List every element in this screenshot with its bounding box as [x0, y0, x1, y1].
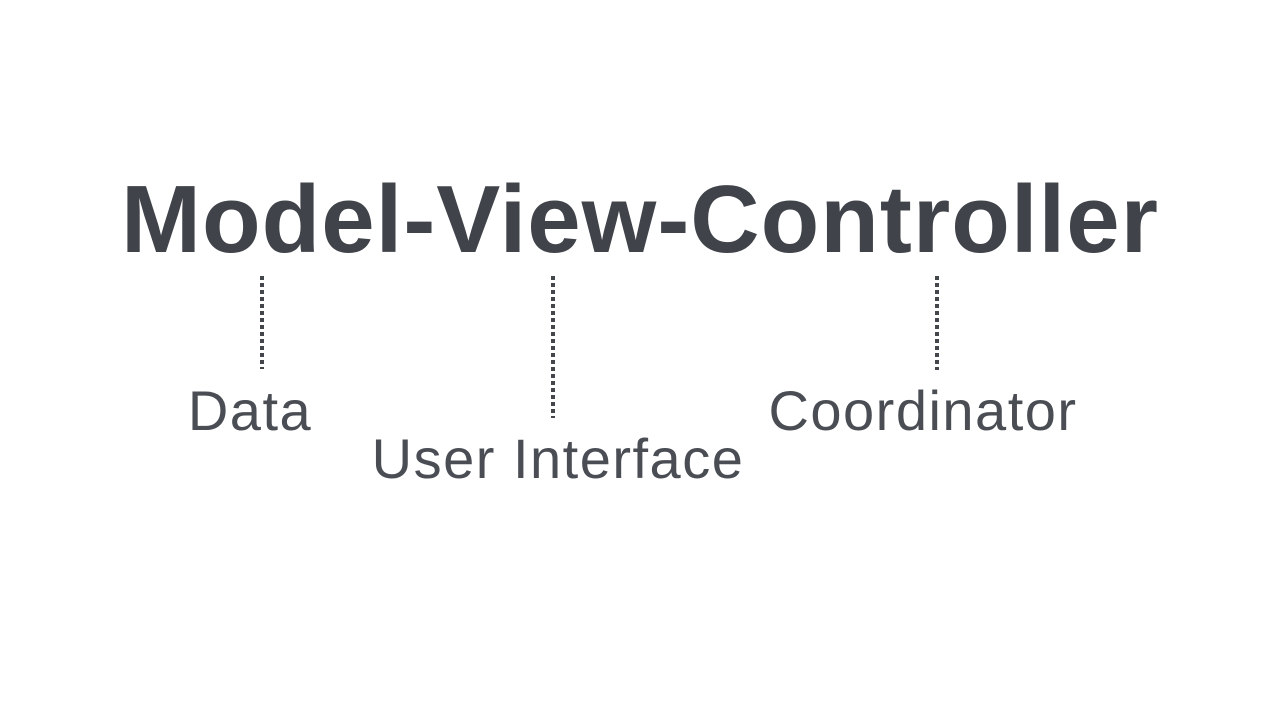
dotted-connector-view [551, 276, 555, 418]
page-title: Model-View-Controller [121, 166, 1159, 273]
annotation-label-controller: Coordinator [768, 379, 1078, 442]
dotted-connector-model [260, 276, 264, 369]
dotted-connector-controller [935, 276, 939, 370]
annotation-label-view: User Interface [371, 427, 745, 490]
annotation-label-model: Data [187, 379, 313, 442]
